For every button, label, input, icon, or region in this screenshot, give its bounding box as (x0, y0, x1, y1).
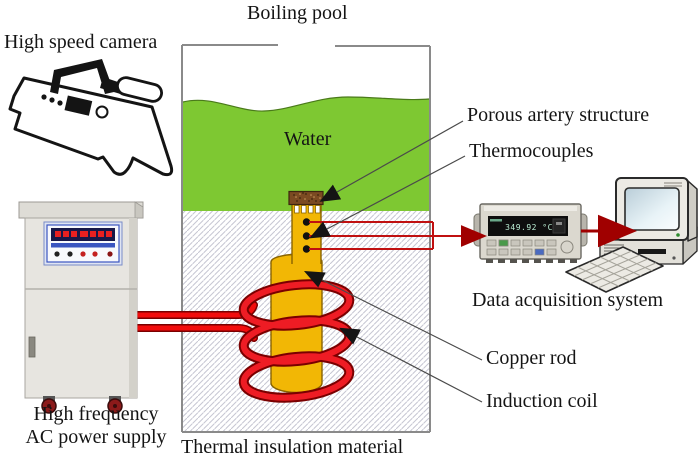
leader-porous-artery (319, 120, 464, 202)
label-data-acquisition-system: Data acquisition system (472, 289, 664, 311)
leader-induction-coil (339, 327, 483, 403)
pool-container-walls (181, 44, 431, 433)
power-supply-display-digits (55, 231, 112, 237)
daq-instrument-icon: 349.92 °C (473, 203, 588, 263)
power-supply-cabinet-icon (18, 201, 144, 414)
keyboard-icon (565, 246, 664, 293)
label-ac-power-supply-line2: AC power supply (25, 426, 167, 448)
cabinet-handle (28, 336, 36, 358)
power-supply-buttons (54, 251, 113, 257)
label-thermocouples: Thermocouples (469, 140, 594, 162)
thermocouple-dots (302, 218, 311, 253)
caster-wheels (41, 396, 123, 414)
annotation-leaders (303, 120, 483, 403)
floppy-slot (638, 249, 666, 254)
porous-artery-structure (288, 190, 324, 214)
water-area (182, 96, 430, 211)
high-speed-camera-icon (8, 59, 174, 177)
daq-display (488, 216, 568, 236)
leader-copper-rod (303, 270, 483, 361)
monitor-screen (624, 187, 680, 231)
label-high-speed-camera: High speed camera (4, 31, 158, 53)
label-induction-coil: Induction coil (486, 390, 598, 412)
label-ac-power-supply: High frequency AC power supply (0, 403, 192, 449)
label-ac-power-supply-line1: High frequency (33, 403, 159, 425)
label-porous-artery-structure: Porous artery structure (467, 104, 650, 126)
label-water: Water (284, 128, 332, 150)
label-copper-rod: Copper rod (486, 347, 577, 369)
leader-thermocouples (309, 155, 466, 239)
label-thermal-insulation-material: Thermal insulation material (181, 436, 404, 458)
daq-display-value: 349.92 °C (505, 223, 553, 232)
label-boiling-pool: Boiling pool (247, 2, 348, 24)
